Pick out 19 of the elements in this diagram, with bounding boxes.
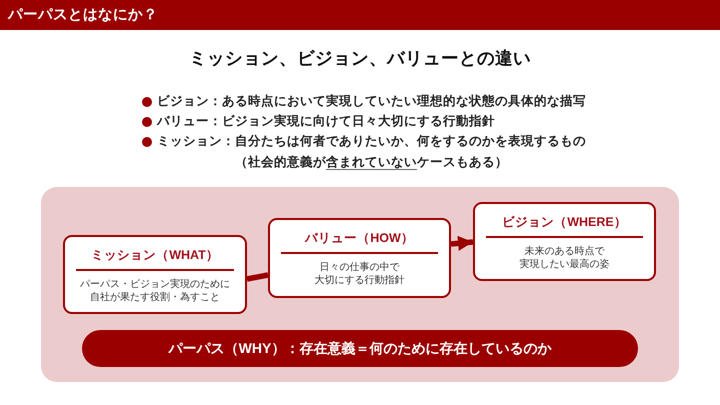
bullet-text: ミッション：自分たちは何者でありたいか、何をするのかを表現するもの（社会的意義が含まれていないケースもある） (157, 133, 586, 170)
card-text: パーパス・ビジョン実現のために自社が果たす役割・為すこと (80, 278, 230, 304)
banner (82, 330, 638, 367)
bullet-text: バリュー：ビジョン実現に向けて日々大切にする行動指針 (157, 113, 495, 130)
bullet-text: ビジョン：ある時点において実現していたい理想的な状態の具体的な描写 (157, 93, 586, 110)
card-text: 日々の仕事の中で大切にする行動指針 (314, 261, 404, 287)
card-heading: バリュー（HOW） (305, 230, 414, 247)
section-heading: パーパスとはなにか？ (8, 6, 158, 25)
info-card (63, 235, 247, 314)
panel (41, 187, 679, 382)
info-card (268, 218, 451, 298)
card-text: 未来のある時点で実現したい最高の姿 (520, 245, 610, 271)
banner-text: パーパス（WHY）：存在意義＝何のために存在しているのか (168, 339, 552, 358)
connector-line (246, 272, 269, 282)
title: ミッション、ビジョン、バリューとの違い (189, 47, 531, 69)
card-heading: ビジョン（WHERE） (502, 214, 627, 231)
card-heading: ミッション（WHAT） (91, 247, 219, 264)
arrow (450, 236, 474, 251)
info-card (473, 202, 656, 281)
